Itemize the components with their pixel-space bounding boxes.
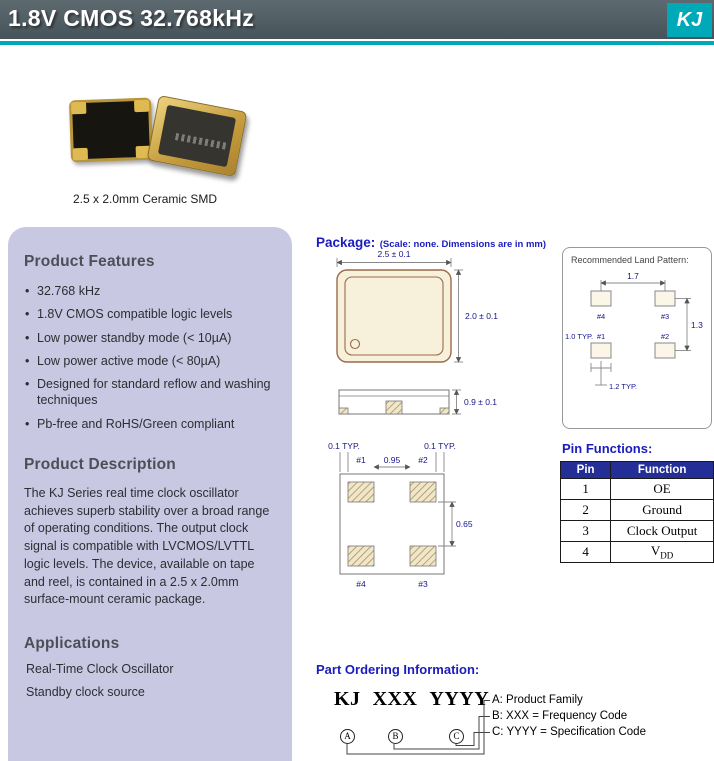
pin-column-header: Pin (559, 461, 612, 479)
photo-caption: 2.5 x 2.0mm Ceramic SMD (73, 192, 218, 206)
dim-width: 2.5 ± 0.1 (377, 249, 410, 259)
pin-cell: 1 (559, 478, 612, 500)
land-pad-label-3: #3 (661, 312, 669, 321)
function-column-header: Function (610, 461, 714, 479)
application-item: Standby clock source (26, 685, 145, 699)
land-pad-label-4: #4 (597, 312, 605, 321)
header-accent-rule (0, 41, 714, 45)
ordering-code-frequency: XXX (372, 688, 418, 710)
ordering-marker-b: B (388, 729, 403, 744)
land-pad-label-1: #1 (597, 332, 605, 341)
chip-marking (174, 132, 228, 150)
ordering-label-b: B: XXX = Frequency Code (492, 710, 628, 722)
description-heading: Product Description (24, 455, 176, 473)
application-item: Real-Time Clock Oscillator (26, 662, 174, 676)
feature-item: 1.8V CMOS compatible logic levels (24, 306, 278, 323)
pin-functions-heading: Pin Functions: (562, 441, 653, 456)
ordering-code: KJ XXX YYYY (334, 688, 489, 711)
package-drawings: 2.5 ± 0.1 2.0 ± 0.1 0.9 ± 0.1 0.1 TYP. (328, 249, 498, 589)
product-photo-chip-top-view (68, 97, 154, 163)
pin-table-header-row: Pin Function (559, 461, 714, 479)
function-cell: Clock Output (610, 520, 714, 542)
features-heading: Product Features (24, 253, 155, 270)
feature-item: Pb-free and RoHS/Green compliant (24, 416, 278, 433)
header-bar: 1.8V CMOS 32.768kHz (0, 0, 714, 39)
chip-corner-pad (133, 99, 150, 113)
package-bottom-view-drawing: 0.1 TYP. 0.1 TYP. #1 0.95 #2 0.65 #4 #3 (328, 441, 473, 589)
pad-label-4: #4 (356, 579, 366, 589)
land-pattern-title: Recommended Land Pattern: (571, 255, 689, 265)
ordering-label-a: A: Product Family (492, 694, 583, 706)
land-pad-label-2: #2 (661, 332, 669, 341)
package-heading-note: (Scale: none. Dimensions are in mm) (379, 239, 547, 250)
package-heading: Package: (Scale: none. Dimensions are in… (316, 234, 546, 252)
ordering-heading: Part Ordering Information: (316, 662, 480, 677)
feature-item: Low power active mode (< 80µA) (24, 353, 278, 370)
ordering-marker-a: A (340, 729, 355, 744)
land-dim-x: 1.7 (627, 271, 639, 281)
feature-item: 32.768 kHz (24, 283, 278, 300)
ordering-code-family: KJ (334, 688, 361, 710)
dim-pitch-y: 0.65 (456, 519, 473, 529)
pad-label-2: #2 (418, 455, 428, 465)
package-top-view-drawing: 2.5 ± 0.1 2.0 ± 0.1 (336, 249, 498, 363)
function-cell: VDD (610, 541, 714, 563)
product-photo-chip-angled-view (146, 95, 248, 177)
dim-thickness: 0.9 ± 0.1 (464, 397, 497, 407)
chip-corner-pad (72, 147, 89, 161)
features-list: 32.768 kHz 1.8V CMOS compatible logic lev… (24, 283, 278, 432)
ordering-code-spec: YYYY (429, 688, 490, 710)
product-description: The KJ Series real time clock oscillator… (24, 485, 270, 607)
page-title: 1.8V CMOS 32.768kHz (8, 5, 255, 31)
applications-heading: Applications (24, 635, 120, 652)
function-cell: OE (610, 478, 714, 500)
feature-item: Designed for standard reflow and washing… (24, 376, 278, 409)
land-dim-pad-height: 1.2 TYP. (609, 382, 637, 391)
package-side-view-drawing: 0.9 ± 0.1 (338, 389, 497, 415)
chip-corner-pad (71, 101, 87, 115)
land-dim-pad-width: 1.0 TYP. (565, 332, 593, 341)
pad-label-3: #3 (418, 579, 428, 589)
brand-logo: KJ (667, 3, 712, 37)
chip-body (157, 104, 237, 168)
ordering-marker-c: C (449, 729, 464, 744)
pin-cell: 2 (559, 499, 612, 521)
function-cell: Ground (610, 499, 714, 521)
land-pattern-box: Recommended Land Pattern: 1.7 #4 #3 1.3 … (562, 247, 712, 429)
pin-cell: 4 (559, 541, 612, 563)
dim-height: 2.0 ± 0.1 (465, 311, 498, 321)
dim-typ-right: 0.1 TYP. (424, 441, 456, 451)
sidebar-panel: Product Features 32.768 kHz 1.8V CMOS com… (8, 227, 292, 761)
land-dim-y: 1.3 (691, 320, 703, 330)
pin-cell: 3 (559, 520, 612, 542)
dim-pitch-x: 0.95 (384, 455, 401, 465)
ordering-label-c: C: YYYY = Specification Code (492, 726, 646, 738)
feature-item: Low power standby mode (< 10µA) (24, 330, 278, 347)
pad-label-1: #1 (356, 455, 366, 465)
package-heading-word: Package: (316, 235, 376, 250)
land-pattern-drawing: 1.7 #4 #3 1.3 1.0 TYP. #1 #2 1.2 TYP. (565, 271, 703, 391)
dim-typ-left: 0.1 TYP. (328, 441, 360, 451)
pin1-indicator (349, 338, 361, 350)
